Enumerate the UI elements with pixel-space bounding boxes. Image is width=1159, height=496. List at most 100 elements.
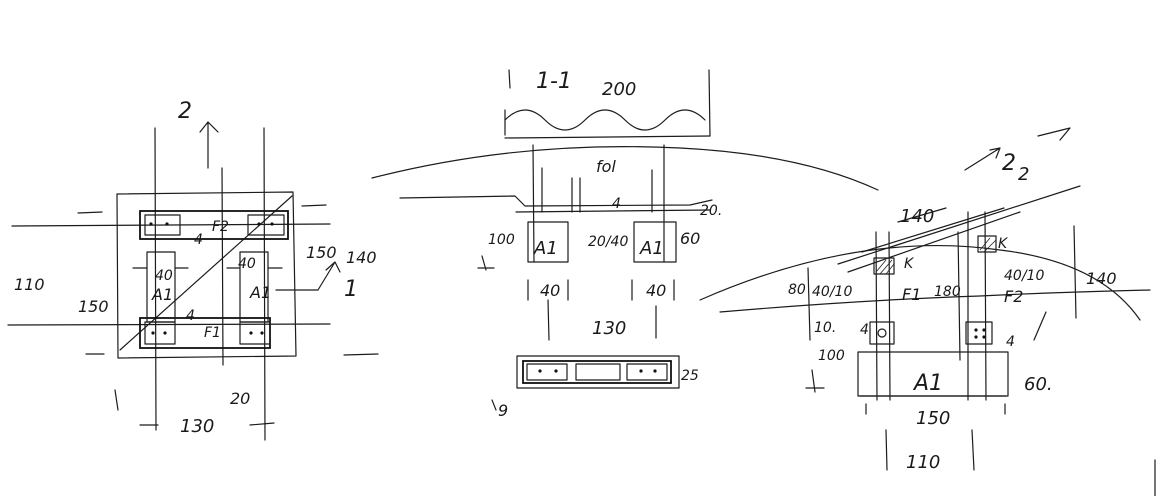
ground-line <box>719 289 1151 313</box>
connection-box <box>873 257 895 275</box>
dim-25-label: 25 <box>681 368 699 384</box>
section-arrow-2-right <box>964 147 1001 171</box>
base-plate-left <box>869 321 895 345</box>
dim-140-label: 140 <box>900 206 934 227</box>
section-mark-2-label: 2 <box>178 99 192 124</box>
beam-end-left <box>144 214 181 236</box>
dim-60-label: 60 <box>680 229 700 248</box>
beam-f2-label: F2 <box>212 219 229 235</box>
footing-a1-label: A1 <box>912 371 943 396</box>
tick-mark <box>114 389 119 411</box>
ground-line <box>371 146 879 191</box>
column-a1-left-label: A1 <box>151 285 173 304</box>
post-line <box>532 144 535 263</box>
dim-20-label: 20 <box>230 389 250 408</box>
beam-end-left <box>144 321 176 345</box>
beam-end-right <box>247 214 285 236</box>
dimension-ticks <box>885 429 975 471</box>
beam-cell <box>626 363 668 381</box>
ground-line <box>699 244 1141 321</box>
column-a1-left <box>527 221 569 263</box>
dim-40-right-label: 40 <box>238 256 256 272</box>
dimension-line <box>1073 225 1077 319</box>
dimension-line <box>897 207 947 223</box>
dim-20-label: 20. <box>700 203 722 219</box>
dash-mark <box>343 353 379 356</box>
dim-130-label: 130 <box>180 416 214 437</box>
grid-line <box>7 323 331 326</box>
label-4-left: 4 <box>860 322 869 338</box>
section-mark-2: 2 <box>1002 151 1016 176</box>
dim-80-label: 80 <box>788 282 806 298</box>
dim-40-left-label: 40 <box>540 281 560 300</box>
dim-110-label: 110 <box>14 275 45 294</box>
dim-60-label: 60. <box>1024 374 1053 395</box>
dimension-line <box>139 422 275 426</box>
column-a1-left-label: A1 <box>533 238 558 259</box>
grid-line <box>263 127 266 441</box>
section-1-1: 1-1 200 fol 4 20. 100 A1 A1 20/40 60 40 … <box>371 69 879 420</box>
beam-end-right <box>239 321 271 345</box>
grid-line <box>221 167 224 366</box>
label-4: 4 <box>612 196 621 212</box>
rebar-4-top-label: 4 <box>194 232 203 248</box>
dim-40-left-label: 40 <box>155 268 173 284</box>
dim-150-label: 150 <box>306 243 337 262</box>
dash-mark <box>77 211 103 214</box>
plan-frame <box>116 191 297 359</box>
label-f1: F1 <box>902 285 921 304</box>
beam-cell <box>526 363 568 381</box>
column-a1-right-label: A1 <box>639 238 664 259</box>
label-k-left: K <box>904 256 915 272</box>
section-arrow-2 <box>1037 127 1071 141</box>
dim-100-label: 100 <box>818 348 845 364</box>
roof-line <box>837 185 1081 265</box>
post-line <box>875 231 878 401</box>
corrugated-roof <box>504 109 706 131</box>
plan-view: 2 1 110 150 150 140 40 40 A1 A1 F2 F1 4 … <box>7 99 379 441</box>
grid-line <box>11 223 331 227</box>
beam-f1-label: F1 <box>204 325 221 341</box>
tick-mark <box>491 399 497 411</box>
label-k-top: K <box>998 236 1009 252</box>
dim-150-label: 150 <box>916 408 950 429</box>
beam-section <box>522 360 672 384</box>
section-title-1-1: 1-1 <box>536 69 572 94</box>
connection-box <box>977 235 997 253</box>
column-a1-right <box>633 221 677 263</box>
post-line <box>888 231 891 401</box>
section-arrow-2 <box>199 121 219 169</box>
hatch <box>979 237 997 253</box>
grid-line <box>154 127 157 431</box>
dimension-line <box>807 267 811 341</box>
hatch <box>875 259 895 275</box>
roof-line <box>861 207 1005 253</box>
tick-mark <box>1033 311 1047 341</box>
tick-mark <box>508 69 511 89</box>
dim-110-label: 110 <box>906 452 940 473</box>
dimension-ticks <box>865 403 1006 415</box>
beam-outline <box>516 355 680 389</box>
beam-cell <box>575 363 621 381</box>
label-fol: fol <box>596 157 616 176</box>
dim-180-label: 180 <box>934 284 961 300</box>
column-a1-right <box>239 251 269 323</box>
dim-100-label: 100 <box>488 232 515 248</box>
deck-line <box>515 209 711 213</box>
diagonal-line <box>119 195 293 351</box>
level-marker <box>805 369 825 393</box>
post-line <box>984 211 987 401</box>
section-mark-1-label: 1 <box>344 277 358 302</box>
post-line <box>957 231 961 361</box>
label-f2: F2 <box>1004 287 1023 306</box>
section-arrow-1 <box>275 261 341 291</box>
dim-140-right-label: 140 <box>1086 269 1117 288</box>
dimension-ticks <box>547 299 657 341</box>
dim-40-right-label: 40 <box>646 281 666 300</box>
base-plate-right <box>965 321 993 345</box>
roof-base-line <box>504 135 711 139</box>
post-line <box>571 177 581 213</box>
dim-40-10-right-label: 40/10 <box>1004 268 1044 284</box>
level-marker <box>477 255 495 271</box>
